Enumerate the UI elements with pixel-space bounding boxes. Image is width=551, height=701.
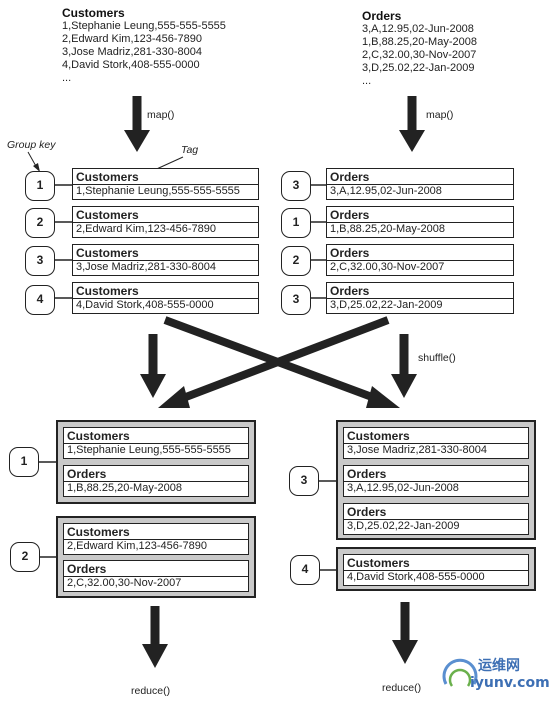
record-tag: Orders [330, 284, 370, 298]
record-value: 3,D,25.02,22-Jan-2009 [327, 298, 513, 312]
mapped-order-record: Orders 1,B,88.25,20-May-2008 [326, 206, 514, 238]
tag-label: Tag [181, 144, 199, 156]
record-tag: Customers [76, 170, 139, 184]
orders-source-line: 1,B,88.25,20-May-2008 [362, 36, 477, 48]
grouped-record: Customers 1,Stephanie Leung,555-555-5555 [63, 427, 249, 459]
record-value: 2,C,32.00,30-Nov-2007 [327, 260, 513, 274]
record-value: 1,B,88.25,20-May-2008 [64, 481, 248, 495]
grouped-record: Orders 3,D,25.02,22-Jan-2009 [343, 503, 529, 535]
record-value: 4,David Stork,408-555-0000 [344, 570, 528, 584]
grouped-record: Customers 3,Jose Madriz,281-330-8004 [343, 427, 529, 459]
reduce-group: Customers 1,Stephanie Leung,555-555-5555… [56, 420, 256, 504]
watermark: 运维网 iyunv.com [440, 651, 550, 697]
record-value: 1,Stephanie Leung,555-555-5555 [64, 443, 248, 457]
customers-source: Customers 1,Stephanie Leung,555-555-5555… [62, 6, 226, 85]
group-key-badge: 1 [25, 171, 55, 201]
orders-source-line: 3,D,25.02,22-Jan-2009 [362, 62, 475, 74]
record-value: 1,Stephanie Leung,555-555-5555 [73, 184, 258, 198]
group-key-badge: 1 [281, 208, 311, 238]
record-tag: Orders [330, 246, 370, 260]
group-key-badge: 2 [281, 246, 311, 276]
map-arrow-right [399, 96, 425, 152]
orders-source-title: Orders [362, 9, 402, 23]
orders-source-line: ... [362, 75, 372, 87]
group-key-badge: 4 [25, 285, 55, 315]
watermark-logo-icon [442, 658, 478, 687]
watermark-text-url: iyunv.com [470, 675, 550, 691]
record-value: 4,David Stork,408-555-0000 [73, 298, 258, 312]
group-key-badge: 1 [9, 447, 39, 477]
group-key-badge: 3 [281, 171, 311, 201]
mapped-order-record: Orders 3,D,25.02,22-Jan-2009 [326, 282, 514, 314]
customers-source-title: Customers [62, 6, 125, 20]
record-tag: Customers [76, 284, 139, 298]
map-label-left: map() [147, 109, 175, 121]
record-tag: Customers [76, 208, 139, 222]
reduce-arrow-right [392, 602, 418, 664]
map-label-right: map() [426, 109, 454, 121]
orders-source-line: 2,C,32.00,30-Nov-2007 [362, 49, 477, 61]
watermark-text-cn: 运维网 [478, 658, 520, 674]
mapped-customer-record: Customers 4,David Stork,408-555-0000 [72, 282, 259, 314]
grouped-record: Customers 4,David Stork,408-555-0000 [343, 554, 529, 586]
reduce-label-right: reduce() [382, 682, 422, 694]
orders-source: Orders 3,A,12.95,02-Jun-2008 1,B,88.25,2… [362, 9, 477, 88]
record-value: 3,Jose Madriz,281-330-8004 [73, 260, 258, 274]
record-tag: Orders [347, 467, 387, 481]
grouped-record: Orders 1,B,88.25,20-May-2008 [63, 465, 249, 497]
customers-source-line: 1,Stephanie Leung,555-555-5555 [62, 20, 226, 32]
reduce-group: Customers 3,Jose Madriz,281-330-8004 Ord… [336, 420, 536, 540]
group-key-label: Group key [7, 139, 56, 151]
record-value: 2,Edward Kim,123-456-7890 [64, 539, 248, 553]
record-tag: Orders [67, 467, 107, 481]
grouped-record: Orders 2,C,32.00,30-Nov-2007 [63, 560, 249, 592]
group-key-badge: 3 [289, 466, 319, 496]
mapped-order-record: Orders 3,A,12.95,02-Jun-2008 [326, 168, 514, 200]
group-key-badge: 2 [25, 208, 55, 238]
customers-source-line: ... [62, 72, 72, 84]
record-value: 3,A,12.95,02-Jun-2008 [327, 184, 513, 198]
shuffle-cross-right-to-left [158, 316, 390, 408]
record-tag: Customers [67, 429, 130, 443]
record-value: 2,Edward Kim,123-456-7890 [73, 222, 258, 236]
group-key-badge: 3 [281, 285, 311, 315]
customers-source-line: 4,David Stork,408-555-0000 [62, 59, 200, 71]
mapped-customer-record: Customers 3,Jose Madriz,281-330-8004 [72, 244, 259, 276]
record-value: 1,B,88.25,20-May-2008 [327, 222, 513, 236]
reduce-group: Customers 2,Edward Kim,123-456-7890 Orde… [56, 516, 256, 598]
customers-source-line: 2,Edward Kim,123-456-7890 [62, 33, 203, 45]
shuffle-label: shuffle() [418, 352, 456, 364]
record-tag: Customers [67, 525, 130, 539]
record-tag: Orders [347, 505, 387, 519]
customers-source-line: 3,Jose Madriz,281-330-8004 [62, 46, 203, 58]
shuffle-arrow-left-down [140, 334, 166, 398]
record-value: 3,Jose Madriz,281-330-8004 [344, 443, 528, 457]
reduce-label-left: reduce() [131, 685, 171, 697]
group-key-pointer [27, 151, 40, 172]
reduce-arrow-left [142, 606, 168, 668]
record-tag: Orders [67, 562, 107, 576]
record-tag: Orders [330, 170, 370, 184]
reduce-group: Customers 4,David Stork,408-555-0000 [336, 547, 536, 591]
grouped-record: Orders 3,A,12.95,02-Jun-2008 [343, 465, 529, 497]
orders-source-line: 3,A,12.95,02-Jun-2008 [362, 23, 474, 35]
record-tag: Customers [347, 556, 410, 570]
map-arrow-left [124, 96, 150, 152]
record-value: 2,C,32.00,30-Nov-2007 [64, 576, 248, 590]
grouped-record: Customers 2,Edward Kim,123-456-7890 [63, 523, 249, 555]
record-value: 3,A,12.95,02-Jun-2008 [344, 481, 528, 495]
mapped-customer-record: Customers 1,Stephanie Leung,555-555-5555 [72, 168, 259, 200]
group-key-badge: 2 [10, 542, 40, 572]
shuffle-arrow-right-down [391, 334, 417, 398]
mapped-order-record: Orders 2,C,32.00,30-Nov-2007 [326, 244, 514, 276]
record-value: 3,D,25.02,22-Jan-2009 [344, 519, 528, 533]
group-key-badge: 3 [25, 246, 55, 276]
group-key-badge: 4 [290, 555, 320, 585]
record-tag: Customers [76, 246, 139, 260]
record-tag: Orders [330, 208, 370, 222]
mapped-customer-record: Customers 2,Edward Kim,123-456-7890 [72, 206, 259, 238]
record-tag: Customers [347, 429, 410, 443]
